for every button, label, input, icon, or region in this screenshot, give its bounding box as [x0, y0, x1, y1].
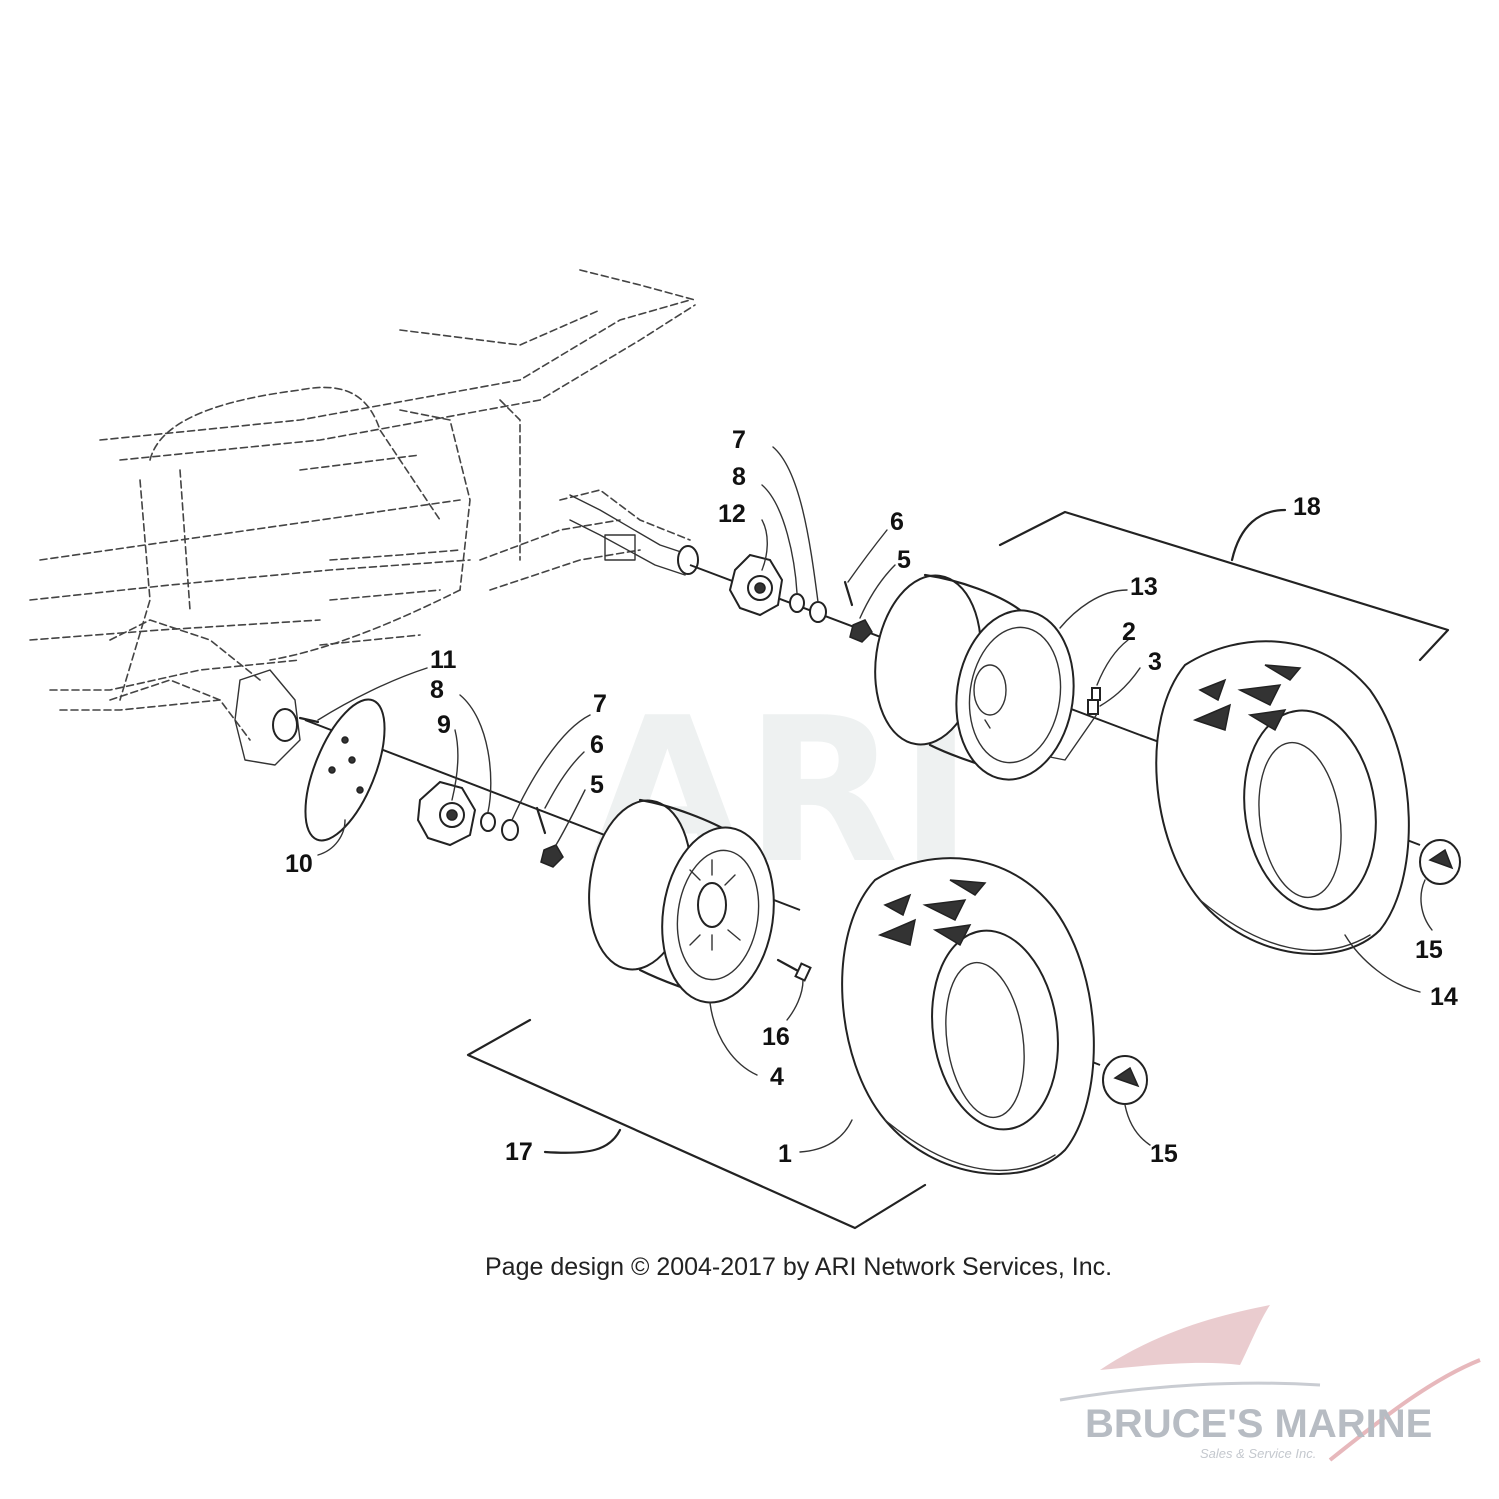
callout-7-upper: 7	[732, 426, 746, 454]
callout-labels: 7 8 12 6 5 18 13 2 3 11 8 9 7 6 5 10 15 …	[285, 426, 1458, 1168]
callout-14: 14	[1430, 983, 1458, 1011]
brand-name: BRUCE'S MARINE	[1085, 1402, 1432, 1446]
callout-8-upper: 8	[732, 463, 746, 491]
callout-1: 1	[778, 1140, 792, 1168]
callout-2: 2	[1122, 618, 1136, 646]
callout-15-upper: 15	[1415, 936, 1443, 964]
vehicle-frame	[29, 269, 696, 741]
lower-wheel-rim	[588, 798, 775, 1004]
callout-18: 18	[1293, 493, 1321, 521]
boat-logo-icon	[1100, 1305, 1270, 1370]
lower-hub-cap	[1102, 1055, 1148, 1105]
callout-9: 9	[437, 711, 451, 739]
callout-6-upper: 6	[890, 508, 904, 536]
callout-5-upper: 5	[897, 546, 911, 574]
upper-hub-assembly	[728, 553, 873, 643]
lower-hub-assembly	[416, 780, 564, 868]
callout-16: 16	[762, 1023, 790, 1051]
brand-logo: BRUCE'S MARINE Sales & Service Inc.	[1059, 1305, 1481, 1462]
upper-tire	[1155, 640, 1410, 955]
valve-stem	[1087, 687, 1101, 715]
callout-6-lower: 6	[590, 731, 604, 759]
lower-tire	[841, 857, 1095, 1175]
callout-8-lower: 8	[430, 676, 444, 704]
callout-4: 4	[770, 1063, 784, 1091]
callout-15-lower: 15	[1150, 1140, 1178, 1168]
leader-lines	[317, 446, 1433, 1153]
brake-disc	[304, 698, 386, 842]
brand-tagline: Sales & Service Inc.	[1200, 1446, 1316, 1461]
group-bracket-18	[998, 508, 1450, 662]
copyright-caption: Page design © 2004-2017 by ARI Network S…	[485, 1253, 1112, 1281]
callout-17: 17	[505, 1138, 533, 1166]
upper-hub-cap	[1419, 839, 1461, 885]
callout-10: 10	[285, 850, 313, 878]
callout-13: 13	[1130, 573, 1158, 601]
upper-wheel-rim	[874, 573, 1075, 781]
caliper-bolt	[298, 716, 320, 724]
callout-11: 11	[430, 646, 457, 674]
group-bracket-17	[466, 1018, 927, 1230]
lug-bolt	[776, 958, 812, 982]
callout-12: 12	[718, 500, 746, 528]
callout-7-lower: 7	[593, 690, 607, 718]
steering-knuckle	[234, 669, 301, 766]
callout-3: 3	[1148, 648, 1162, 676]
callout-5-lower: 5	[590, 771, 604, 799]
